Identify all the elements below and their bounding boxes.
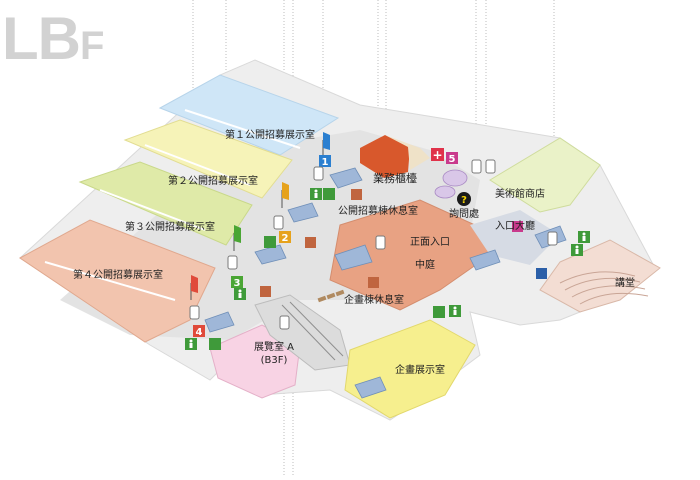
label-info-desk: 詢問處 [449,207,479,220]
label-service-counter: 業務櫃檯 [373,171,417,185]
auditorium [539,239,661,313]
label-exhibition-a-line1: 展覽室 A [254,340,294,353]
accessible-icon [264,236,276,248]
elevator-icon [189,305,200,320]
first-aid-text: + [432,148,442,162]
benches [317,289,345,303]
vending-icon [536,268,547,279]
number-marker-2[interactable]: 2 [279,231,291,244]
elevator-icons [189,159,558,330]
staircases [204,167,567,399]
accessible-icon [433,306,445,318]
lounge-icon [351,189,362,200]
label-museum-shop: 美術館商店 [495,187,545,200]
label-main-entrance: 正面入口 [410,237,450,248]
elevator-icon [227,255,238,270]
label-atrium: 中庭 [415,258,435,271]
marker-5-text: 5 [449,154,456,165]
flag-icon [281,182,289,208]
marker-4-text: 4 [196,327,203,338]
accessible-icon [323,188,335,200]
marker-2-text: 2 [282,233,289,244]
gallery-4 [19,219,216,343]
number-marker-1[interactable]: 1 [319,155,331,168]
elevator-icon [375,235,386,250]
elevator-icon [547,231,558,246]
elevator-icon [485,159,496,174]
label-gallery-3: 第３公開招募展示室 [125,220,215,233]
museum-shop [489,137,601,213]
flag-icons [190,132,330,300]
lounge-icon [305,237,316,248]
floor-title: LBF [2,4,104,73]
number-marker-3[interactable]: 3 [231,276,243,289]
gallery-1 [158,74,340,156]
elevator-icon [273,215,284,230]
elevator-icon [471,159,482,174]
toilet-figures [189,189,586,348]
lounge-icons [260,189,379,297]
label-exhibition-a-line2: (B3F) [261,355,288,366]
label-gallery-2: 第２公開招募展示室 [168,174,258,187]
number-marker-4[interactable]: 4 [193,325,205,338]
accessible-icon [209,338,221,350]
label-open-lounge: 公開招募棟休息室 [338,204,418,217]
marker-1-text: 1 [322,157,329,168]
floor-title-sub: F [79,24,104,68]
label-planning-gallery: 企畫展示室 [395,363,445,376]
marker-3-text: 3 [234,278,241,289]
gallery-2 [123,119,293,199]
first-aid-icon: + [431,148,444,162]
lounge-icon [368,277,379,288]
shop-icon [512,221,523,232]
elevator-icon [313,166,324,181]
gallery-3 [78,161,253,246]
lounge-icon [260,286,271,297]
info-icon: ? [457,192,471,206]
number-marker-5[interactable]: 5 [446,152,458,165]
exhibition-room-a [209,324,301,399]
accessible-icons [209,188,445,350]
service-counter-block [360,135,410,178]
floor-title-main: LB [2,5,81,72]
planning-gallery [344,319,476,419]
label-gallery-1: 第１公開招募展示室 [225,128,315,141]
label-planning-lounge: 企畫棟休息室 [344,293,404,306]
info-icon-text: ? [461,195,467,206]
label-gallery-4: 第４公開招募展示室 [73,268,163,281]
elevator-icon [279,315,290,330]
flag-icon [233,225,241,251]
label-auditorium: 講堂 [615,276,635,289]
flag-icon [190,275,198,300]
label-entrance-hall: 入口大廳 [495,219,535,232]
